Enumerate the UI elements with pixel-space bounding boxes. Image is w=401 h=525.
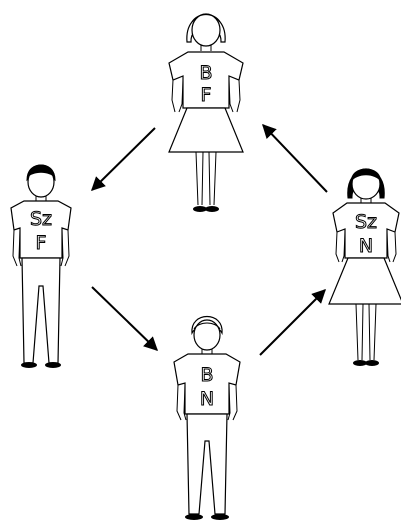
shirt-letter-top-1: B xyxy=(199,62,212,84)
figure-right: Sz N xyxy=(328,168,401,366)
figure-top: B F xyxy=(168,13,244,212)
person-icon xyxy=(328,168,401,366)
figure-bottom: B N xyxy=(173,316,241,520)
person-icon xyxy=(10,164,72,368)
person-icon xyxy=(173,316,241,520)
figure-left: Sz F xyxy=(10,164,72,368)
arrow-bottom-to-right xyxy=(259,289,326,356)
arrow-top-to-left xyxy=(91,127,156,191)
shirt-letter-bottom-2: N xyxy=(200,388,214,410)
shirt-letter-left-1: Sz xyxy=(30,208,52,230)
arrow-left-to-bottom xyxy=(91,286,159,351)
arrow-right-to-top xyxy=(262,123,328,193)
arrows-layer xyxy=(91,123,328,356)
shirt-letter-right-1: Sz xyxy=(355,211,377,233)
shirt-letter-bottom-1: B xyxy=(200,364,213,386)
person-icon xyxy=(168,13,244,212)
shirt-letter-left-2: F xyxy=(36,232,47,254)
shirt-letter-top-2: F xyxy=(201,84,212,106)
shirt-letter-right-2: N xyxy=(359,235,373,257)
